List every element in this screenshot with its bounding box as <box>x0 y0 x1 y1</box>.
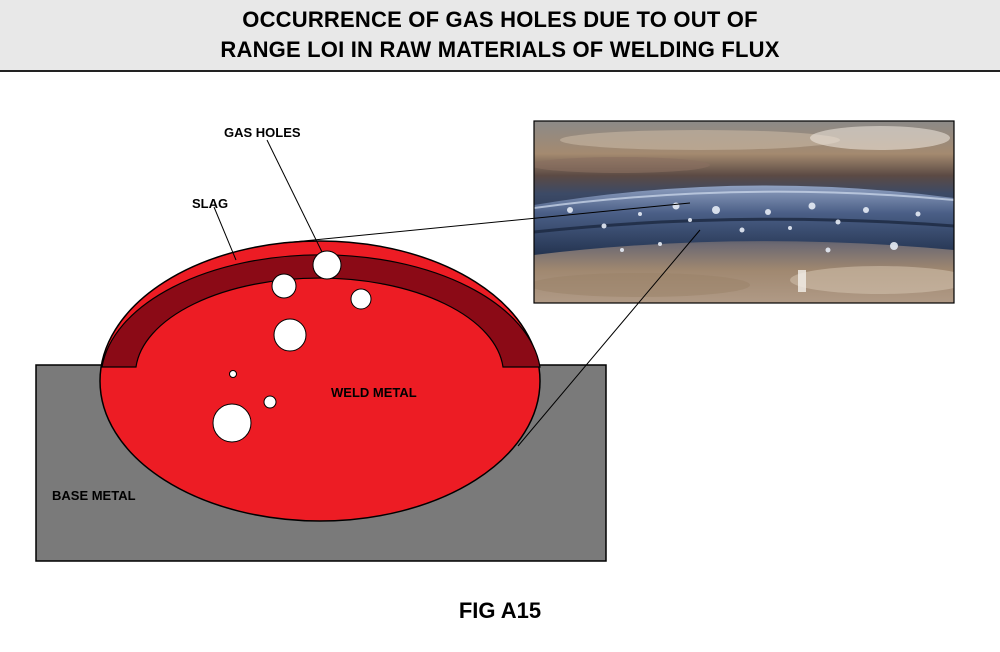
gas-hole <box>263 395 277 409</box>
gas-hole <box>229 370 237 378</box>
zoom-line-lower <box>517 229 701 447</box>
title-line-1: OCCURRENCE OF GAS HOLES DUE TO OUT OF <box>242 7 758 32</box>
weld-metal-label: WELD METAL <box>331 385 417 400</box>
photo-frame <box>533 120 955 304</box>
gas-holes-label: GAS HOLES <box>224 125 301 140</box>
gas-holes-group <box>212 250 372 443</box>
gas-hole <box>212 403 252 443</box>
slag-layer <box>101 254 541 368</box>
base-metal-label: BASE METAL <box>52 488 136 503</box>
gas-hole <box>271 273 297 299</box>
gas-hole <box>350 288 372 310</box>
title-line-2: RANGE LOI IN RAW MATERIALS OF WELDING FL… <box>220 37 780 62</box>
zoom-line-upper <box>282 202 691 244</box>
weld-metal-pool <box>99 240 541 522</box>
weld-bead-photo <box>534 121 954 303</box>
figure-caption: FIG A15 <box>459 598 541 623</box>
gas-hole <box>273 318 307 352</box>
gas-hole <box>312 250 342 280</box>
gas-holes-leader-line <box>266 139 323 253</box>
slag-leader-line <box>213 206 237 261</box>
title-banner: OCCURRENCE OF GAS HOLES DUE TO OUT OF RA… <box>0 0 1000 72</box>
slag-label: SLAG <box>192 196 228 211</box>
